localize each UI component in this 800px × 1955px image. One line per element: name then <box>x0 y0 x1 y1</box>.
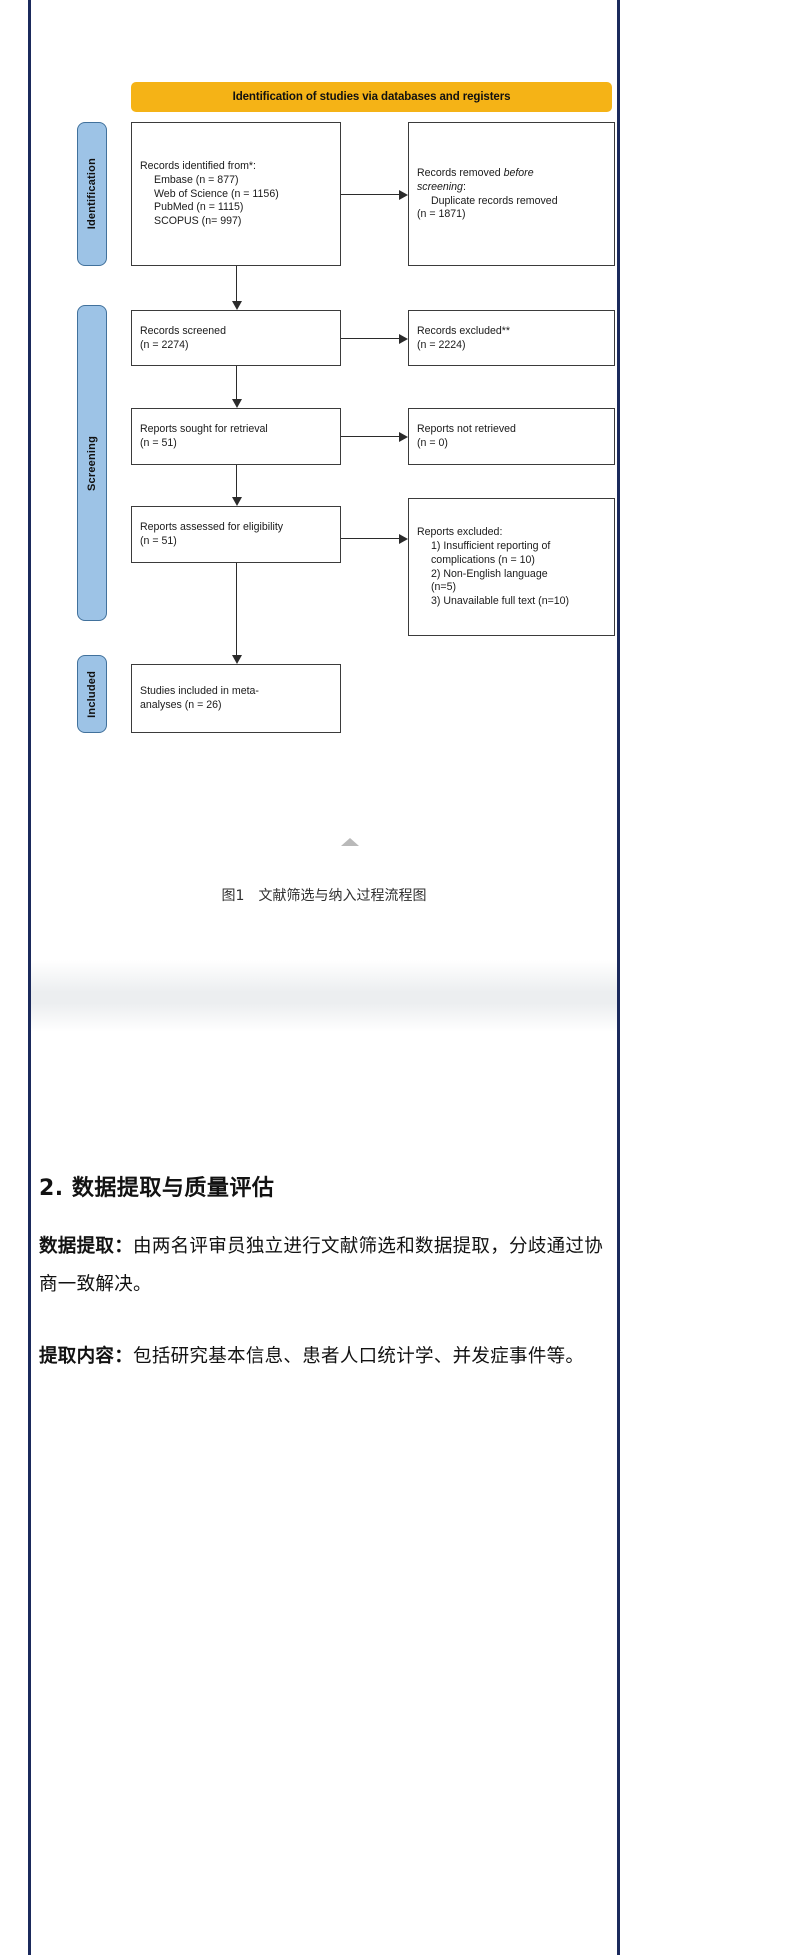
page-right-rule <box>617 0 620 1955</box>
figure-caption-label: 图1 <box>221 888 245 904</box>
node-studies-included: Studies included in meta- analyses (n = … <box>131 664 341 733</box>
prisma-banner: Identification of studies via databases … <box>131 82 612 112</box>
paragraph-extraction-content: 提取内容：包括研究基本信息、患者人口统计学、并发症事件等。 <box>39 1338 609 1376</box>
node-records-identified-item-1: Web of Science (n = 1156) <box>154 187 279 200</box>
node-reports-not-retrieved-count: (n = 0) <box>417 437 448 449</box>
article-section: 2. 数据提取与质量评估 数据提取：由两名评审员独立进行文献筛选和数据提取，分歧… <box>31 1170 617 1410</box>
node-records-identified: Records identified from*: Embase (n = 87… <box>131 122 341 266</box>
node-records-removed-item: Duplicate records removed <box>431 194 558 207</box>
node-reports-excluded-item-3: (n=5) <box>431 581 457 594</box>
node-records-screened: Records screened (n = 2274) <box>131 310 341 366</box>
stage-tab-included-label: Included <box>86 670 98 718</box>
node-reports-excluded-title: Reports excluded: <box>417 525 503 538</box>
stage-tab-screening-label: Screening <box>86 435 98 491</box>
node-records-excluded-count: (n = 2224) <box>417 338 466 351</box>
paragraph-extraction-content-lead: 提取内容： <box>39 1345 134 1367</box>
node-records-excluded: Records excluded** (n = 2224) <box>408 310 615 366</box>
section-separator-band <box>31 960 617 1032</box>
node-studies-included-line1: Studies included in meta- <box>140 685 259 698</box>
node-reports-sought-title: Reports sought for retrieval <box>140 423 268 436</box>
node-reports-assessed-title: Reports assessed for eligibility <box>140 521 284 534</box>
node-reports-assessed-count: (n = 51) <box>140 535 177 547</box>
node-reports-sought: Reports sought for retrieval (n = 51) <box>131 408 341 465</box>
stage-tab-identification-label: Identification <box>86 158 98 230</box>
node-reports-not-retrieved-title: Reports not retrieved <box>417 423 516 436</box>
node-records-removed-line2-tail: : <box>462 180 466 193</box>
paragraph-extraction-content-body: 包括研究基本信息、患者人口统计学、并发症事件等。 <box>133 1345 585 1367</box>
node-reports-not-retrieved: Reports not retrieved (n = 0) <box>408 408 615 465</box>
node-records-removed-line1: Records removed before <box>417 167 606 181</box>
node-studies-included-line2: analyses (n = 26) <box>140 699 222 711</box>
paragraph-data-extraction-lead: 数据提取： <box>39 1236 134 1257</box>
node-reports-excluded-item-1: complications (n = 10) <box>431 553 535 566</box>
stage-tab-included: Included <box>77 655 107 733</box>
node-records-screened-title: Records screened <box>140 324 226 337</box>
page-left-rule <box>28 0 31 1955</box>
node-reports-excluded-item-0: 1) Insufficient reporting of <box>431 539 551 552</box>
node-records-removed-line1-text: Records removed <box>417 166 504 179</box>
node-records-removed-line2-em: screening <box>417 180 463 193</box>
stage-tab-screening: Screening <box>77 305 107 621</box>
section-heading: 2. 数据提取与质量评估 <box>39 1176 275 1201</box>
figure-caption: 图1 文献筛选与纳入过程流程图 <box>31 885 617 905</box>
node-records-identified-title: Records identified from*: <box>140 159 256 172</box>
node-records-removed-line2: screening: <box>417 181 606 195</box>
node-reports-excluded: Reports excluded: 1) Insufficient report… <box>408 498 615 636</box>
stage-tab-identification: Identification <box>77 122 107 266</box>
node-reports-sought-count: (n = 51) <box>140 437 177 449</box>
node-records-screened-count: (n = 2274) <box>140 338 189 351</box>
node-reports-excluded-item-2: 2) Non-English language <box>431 567 548 580</box>
figure-caption-text: 文献筛选与纳入过程流程图 <box>258 888 427 904</box>
node-records-removed: Records removed before screening: Duplic… <box>408 122 615 266</box>
paragraph-data-extraction: 数据提取：由两名评审员独立进行文献筛选和数据提取，分歧通过协商一致解决。 <box>39 1228 609 1304</box>
chevron-up-icon[interactable] <box>341 838 359 846</box>
node-reports-excluded-item-4: 3) Unavailable full text (n=10) <box>431 595 570 608</box>
node-records-removed-count: (n = 1871) <box>417 208 466 221</box>
node-records-identified-item-2: PubMed (n = 1115) <box>154 201 244 214</box>
node-records-identified-item-3: SCOPUS (n= 997) <box>154 215 242 228</box>
node-records-excluded-title: Records excluded** <box>417 324 511 337</box>
prisma-flow-diagram: Identification of studies via databases … <box>31 0 617 904</box>
node-records-identified-item-0: Embase (n = 877) <box>154 173 239 186</box>
content-column: Identification of studies via databases … <box>31 0 617 904</box>
node-reports-assessed: Reports assessed for eligibility (n = 51… <box>131 506 341 563</box>
paragraph-data-extraction-body: 由两名评审员独立进行文献筛选和数据提取，分歧通过协商一致解决。 <box>39 1236 604 1295</box>
node-records-removed-line1-em: before <box>503 166 534 179</box>
